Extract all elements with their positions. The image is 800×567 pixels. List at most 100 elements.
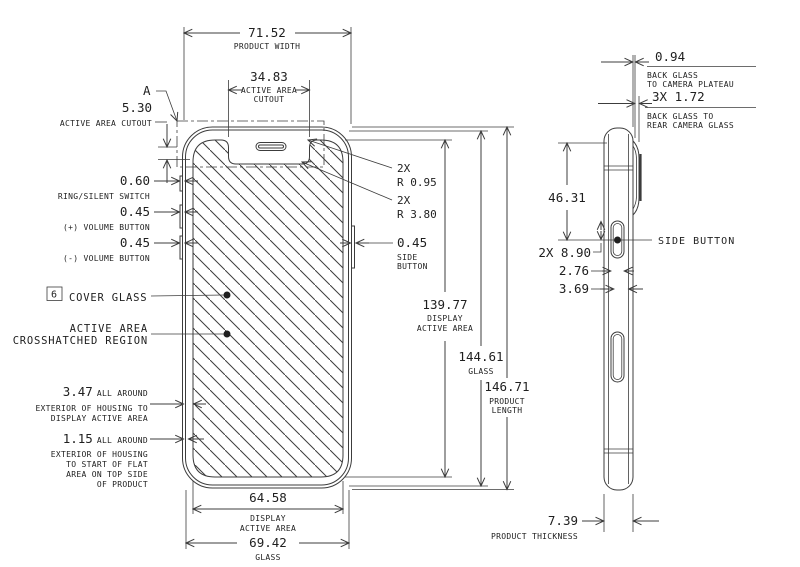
cutout-height-label: ACTIVE AREA CUTOUT [60,119,152,128]
housing-to-display-suffix: ALL AROUND [97,389,148,398]
radius-small-qty: 2X [397,162,411,175]
dim-display-width: 64.58 DISPLAY ACTIVE AREA [191,481,345,533]
housing-to-display-label-2: DISPLAY ACTIVE AREA [51,414,148,423]
housing-to-flat-label-2: TO START OF FLAT [66,460,148,469]
ring-switch-label: RING/SILENT SWITCH [58,192,150,201]
callout-corner-radius-large: 2X R 3.80 [300,161,437,221]
dim-ring-silent-switch: 0.60 RING/SILENT SWITCH [58,173,198,201]
top-to-side-button-value: 46.31 [548,190,586,205]
cover-glass-label: COVER GLASS [69,292,147,304]
dim-top-to-side-button: 46.31 SIDE BUTTON [548,141,735,247]
cutout-width-value: 34.83 [250,69,288,84]
active-area-label-2: CROSSHATCHED REGION [13,335,148,347]
dim-side-button-length: 2X 8.90 [538,220,606,260]
cutout-width-label-1: ACTIVE AREA [241,86,297,95]
rear-camera-glass-label-2: REAR CAMERA GLASS [647,121,734,130]
camera-plateau-inner [632,145,637,210]
product-width-value: 71.52 [248,25,286,40]
side-view [603,127,642,491]
display-length-label-1: DISPLAY [427,314,463,323]
dim-volume-down: 0.45 (-) VOLUME BUTTON [63,235,198,263]
dim-3-69: 3.69 [559,281,643,296]
radius-small-value: R 0.95 [397,176,437,189]
dim-volume-up: 0.45 (+) VOLUME BUTTON [63,204,198,232]
camera-plateau-label-1: BACK GLASS [647,71,698,80]
rear-camera-glass-value: 3X 1.72 [652,89,705,104]
side-button-length-value: 2X 8.90 [538,245,591,260]
housing-to-flat-value: 1.15 [63,431,93,446]
dim-product-width: 71.52 PRODUCT WIDTH [182,25,353,124]
glass-width-value: 69.42 [249,535,287,550]
front-side-button-label-1: SIDE [397,253,417,262]
dim-product-thickness: 7.39 PRODUCT THICKNESS [491,494,659,541]
dim-housing-to-flat: 1.15 ALL AROUND EXTERIOR OF HOUSING TO ST… [51,431,204,489]
active-area-label-1: ACTIVE AREA [70,323,148,335]
product-thickness-label: PRODUCT THICKNESS [491,532,578,541]
cover-glass-callout: 6 COVER GLASS [46,286,231,304]
housing-to-flat-label-3: AREA ON TOP SIDE [66,470,148,479]
dim-cutout-height: 5.30 ACTIVE AREA CUTOUT [60,100,190,183]
housing-to-flat-suffix: ALL AROUND [97,436,148,445]
detail-a-label: A [143,83,151,98]
glass-length-value: 144.61 [458,349,503,364]
side-profile-outline [603,127,634,491]
product-thickness-value: 7.39 [548,513,578,528]
housing-to-flat-label-1: EXTERIOR OF HOUSING [51,450,148,459]
display-length-label-2: ACTIVE AREA [417,324,473,333]
product-width-label: PRODUCT WIDTH [234,42,301,51]
active-area-leader-dot [223,330,231,338]
callout-corner-radius-small: 2X R 0.95 [306,138,437,189]
dim-2-76-value: 2.76 [559,263,589,278]
volume-down-label: (-) VOLUME BUTTON [63,254,150,263]
ring-switch-value: 0.60 [120,173,150,188]
housing-to-display-label-1: EXTERIOR OF HOUSING TO [35,404,148,413]
volume-up-value: 0.45 [120,204,150,219]
camera-plateau-label-2: TO CAMERA PLATEAU [647,80,734,89]
housing-to-flat-label-4: OF PRODUCT [97,480,148,489]
cover-glass-item-number: 6 [51,290,58,301]
sim-tray [610,331,625,383]
radius-large-value: R 3.80 [397,208,437,221]
cover-glass-leader-dot [223,291,231,299]
glass-width-label: GLASS [255,553,281,562]
product-length-value: 146.71 [484,379,529,394]
active-area-callout: ACTIVE AREA CROSSHATCHED REGION [13,323,231,347]
front-side-button-value: 0.45 [397,235,427,250]
speaker-slot [255,142,287,151]
sim-tray-inner [612,334,623,380]
dim-3-69-value: 3.69 [559,281,589,296]
side-view-side-button-inner [612,223,623,256]
display-width-value: 64.58 [249,490,287,505]
cutout-width-label-2: CUTOUT [254,95,285,104]
camera-plateau [632,140,640,216]
housing-to-display-value: 3.47 [63,384,93,399]
side-button-label: SIDE BUTTON [658,236,735,247]
detail-a-callout: A [143,83,179,123]
housing-to-flat-line: 1.15 ALL AROUND [63,431,148,446]
display-width-label-2: ACTIVE AREA [240,524,296,533]
volume-up-label: (+) VOLUME BUTTON [63,223,150,232]
dim-glass-width: 69.42 GLASS [184,490,351,562]
detail-a-boundary [176,120,325,168]
front-view [176,120,355,489]
cutout-height-value: 5.30 [122,100,152,115]
housing-to-display-line: 3.47 ALL AROUND [63,384,148,399]
product-length-label-1: PRODUCT [489,397,525,406]
rear-camera-glass-label-1: BACK GLASS TO [647,112,714,121]
dim-2-76: 2.76 [559,263,634,278]
display-width-label-1: DISPLAY [250,514,286,523]
dim-housing-to-display: 3.47 ALL AROUND EXTERIOR OF HOUSING TO DI… [35,384,206,423]
camera-plateau-value: 0.94 [655,49,685,64]
product-length-label-2: LENGTH [492,406,523,415]
item-number-box [46,286,63,301]
active-area-hatch [192,139,344,478]
dim-cutout-width: 34.83 ACTIVE AREA CUTOUT [227,69,311,137]
volume-down-value: 0.45 [120,235,150,250]
dim-vertical-lengths: 139.77 DISPLAY ACTIVE AREA 144.61 GLASS … [345,125,530,491]
front-glass-outline [185,129,349,486]
display-length-value: 139.77 [422,297,467,312]
dim-rear-camera-glass: 3X 1.72 BACK GLASS TO REAR CAMERA GLASS [598,89,756,130]
front-side-button-label-2: BUTTON [397,262,428,271]
